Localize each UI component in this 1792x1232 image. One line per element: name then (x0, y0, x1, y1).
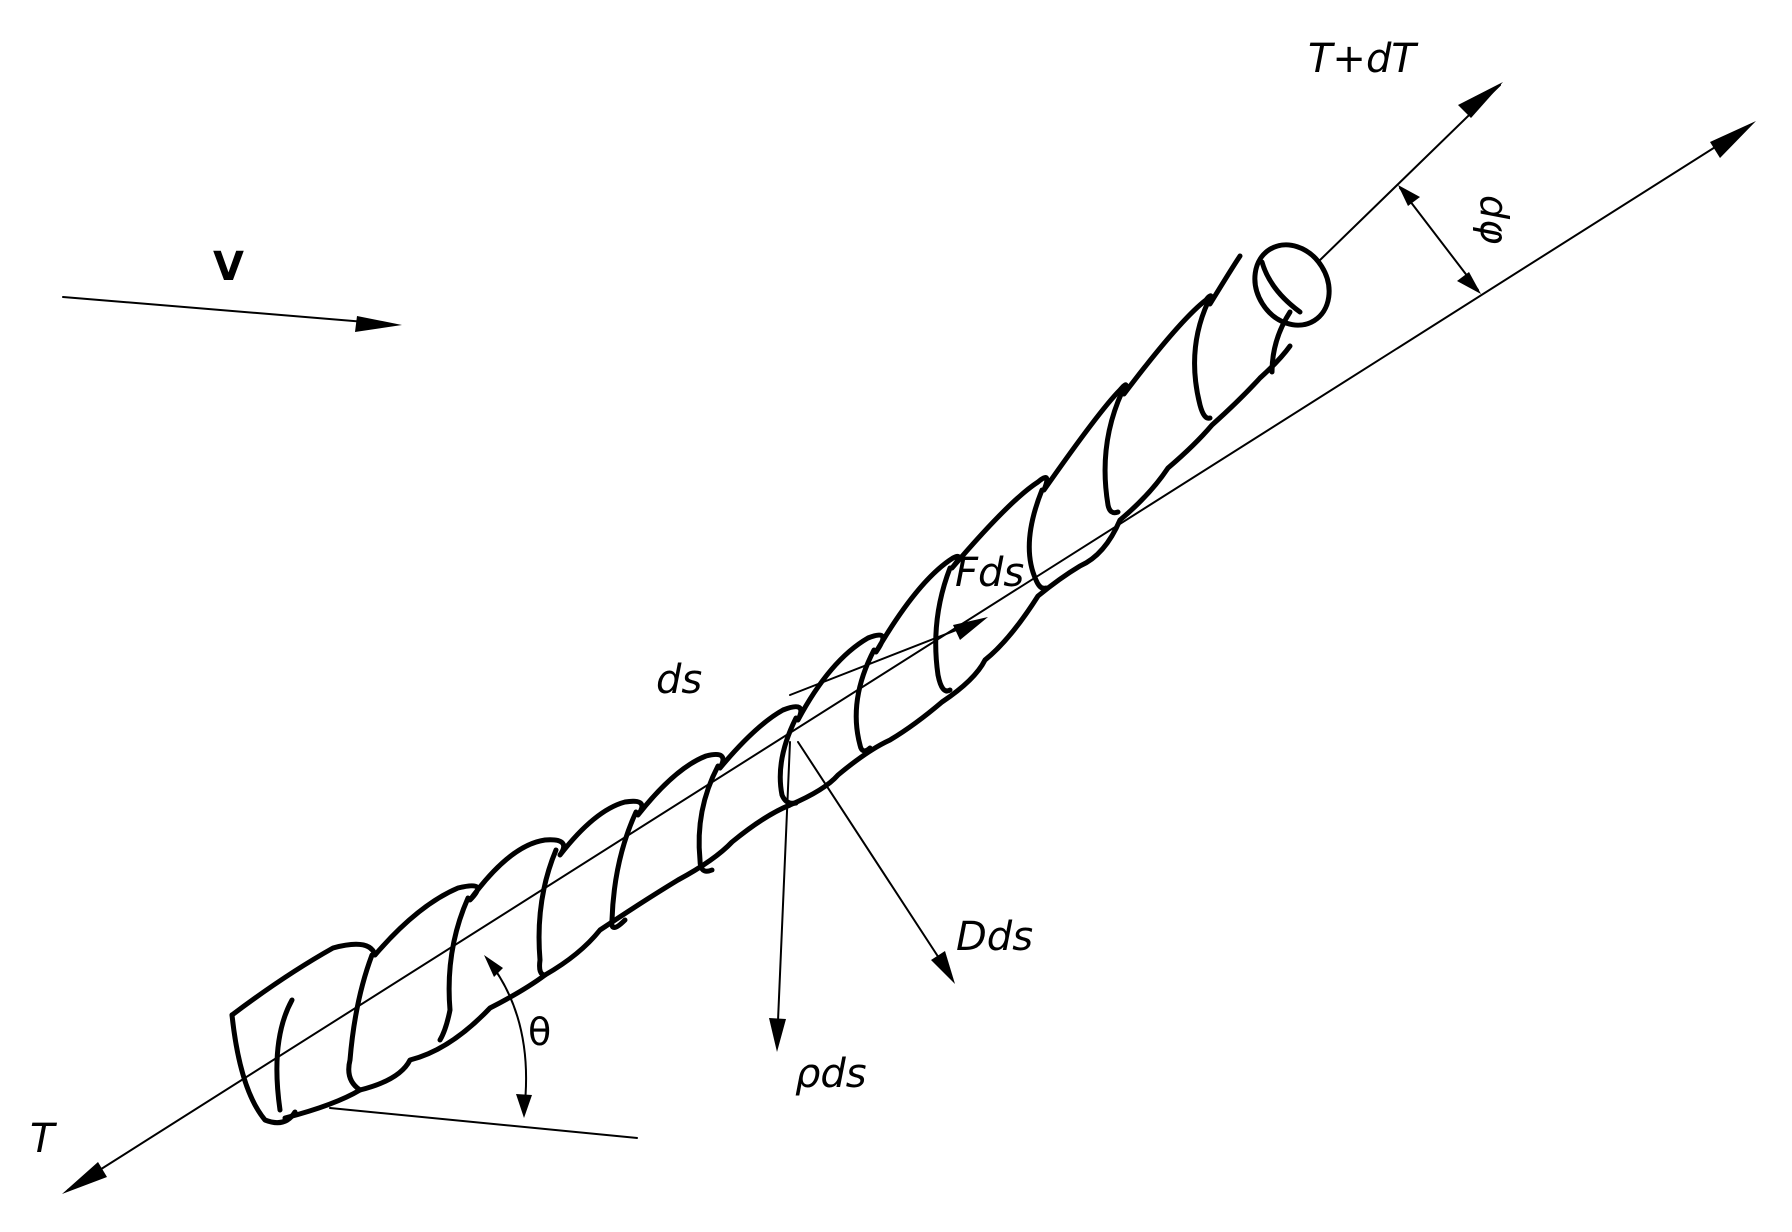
drag-force-arrowhead (931, 951, 955, 984)
tension-start-label: T (30, 1116, 58, 1162)
angle-reference (329, 955, 638, 1139)
rope-twist-3 (437, 895, 471, 1043)
rope-twist-8 (853, 647, 877, 754)
rope-right-cap-inner (1259, 259, 1303, 375)
tension-end-label: T+dT (1308, 36, 1419, 82)
rope-right-cap (1252, 242, 1332, 328)
drag-force-vector (797, 741, 955, 984)
cable-axis (62, 121, 1756, 1194)
rope-twist-4 (536, 847, 559, 978)
axis-arrowhead-upper (1710, 121, 1756, 158)
axis-arrowhead-lower (62, 1162, 107, 1194)
weight-force-vector (769, 741, 791, 1052)
drag-force-label: Dds (956, 914, 1033, 960)
angle-arc-arrowhead-top (484, 955, 503, 977)
angle-arc-arrowhead-bottom (516, 1094, 532, 1118)
element-label: ds (656, 657, 702, 703)
rope-twist-11 (1102, 389, 1125, 516)
angle-increment-arrow (1398, 185, 1481, 294)
angle-increment-arrowhead-top (1398, 185, 1420, 206)
velocity-vector (62, 296, 402, 332)
velocity-label: V (213, 244, 244, 290)
lift-force-label: Fds (955, 550, 1024, 596)
rope-lower-edge (282, 343, 1293, 1121)
rope-twist-9 (933, 565, 953, 694)
tension-end-vector (1317, 82, 1503, 263)
angle-label: θ (528, 1010, 551, 1054)
angle-increment-label: dφ (1472, 195, 1516, 244)
rope-twist-7 (777, 715, 799, 806)
rope-segment (229, 242, 1332, 1126)
rope-upper-edge (229, 253, 1243, 1018)
rope-twist-12 (1192, 299, 1213, 421)
rope-twist-10 (1026, 487, 1049, 591)
rope-twist-1 (274, 997, 295, 1113)
weight-force-label: ρds (795, 1051, 867, 1097)
weight-force-arrowhead (769, 1018, 786, 1052)
angle-increment-arrowhead-bottom (1457, 272, 1481, 294)
tension-end-arrowhead (1458, 82, 1503, 118)
rope-left-cap (229, 1012, 298, 1126)
lift-force-arrowhead (953, 617, 988, 640)
velocity-arrowhead (355, 316, 402, 332)
rope-twist-5 (609, 809, 639, 930)
rope-twist-6 (696, 763, 721, 874)
rope-twist-2 (346, 952, 375, 1093)
